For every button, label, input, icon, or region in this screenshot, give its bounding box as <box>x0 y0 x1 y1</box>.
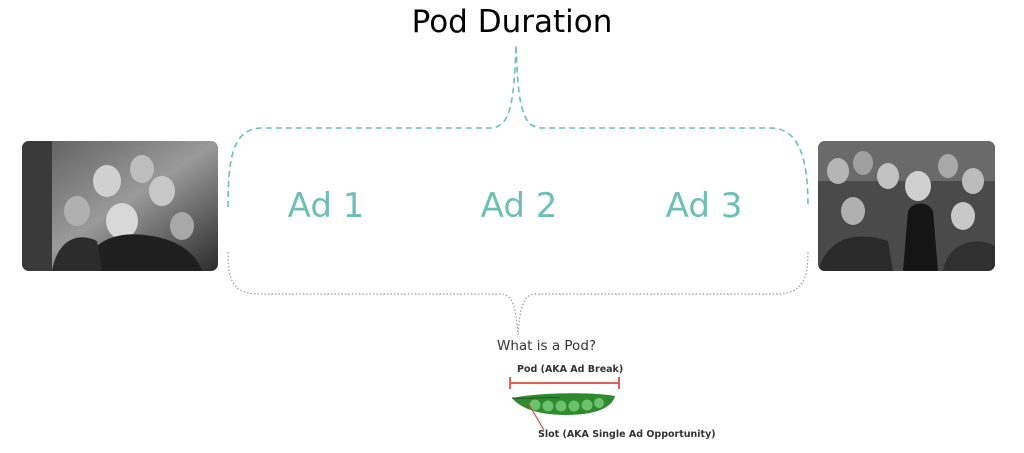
inset-title: What is a Pod? <box>497 338 597 354</box>
page-title: Pod Duration <box>411 4 613 40</box>
ad-label-2: Ad 2 <box>480 186 558 226</box>
pea-pod-icon <box>511 393 615 415</box>
slot-label: Slot (AKA Single Ad Opportunity) <box>538 429 716 440</box>
bottom-brace <box>227 251 809 336</box>
ad-label-3: Ad 3 <box>665 186 743 226</box>
right-film-still-photo <box>818 141 995 271</box>
pod-label: Pod (AKA Ad Break) <box>517 364 624 375</box>
top-brace <box>227 44 809 208</box>
ad-label-1: Ad 1 <box>287 186 365 226</box>
left-film-still-photo <box>22 141 218 271</box>
slot-pointer <box>527 402 545 431</box>
